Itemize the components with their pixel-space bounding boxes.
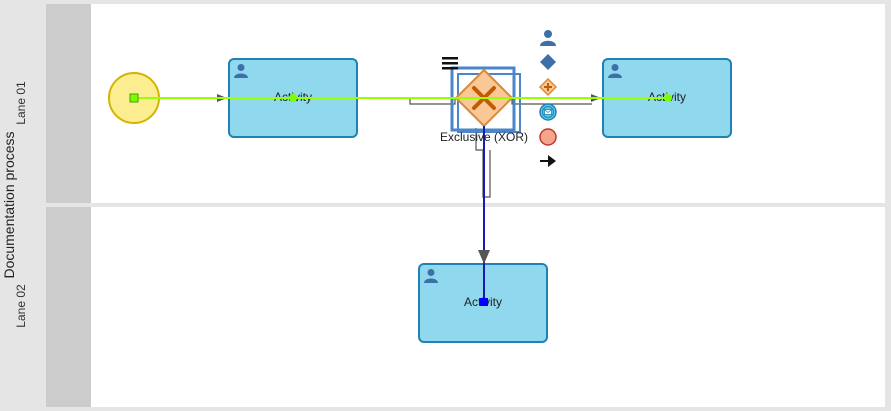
lane-header-1[interactable]: [46, 4, 91, 203]
activity-task-2[interactable]: Activity: [602, 58, 732, 138]
lane-body-1[interactable]: [91, 4, 885, 203]
user-icon: [234, 64, 248, 78]
activity-label-1: Activity: [273, 90, 312, 104]
activity-label-3: Activity: [463, 295, 502, 309]
end-event-icon[interactable]: [538, 127, 558, 147]
lane-divider: [46, 203, 891, 207]
pool-header[interactable]: [0, 0, 46, 411]
gateway-icon[interactable]: [538, 52, 558, 72]
user-icon: [608, 64, 622, 78]
gateway-label: Exclusive (XOR): [439, 130, 528, 144]
activity-task-1[interactable]: Activity: [228, 58, 358, 138]
message-event-icon[interactable]: [538, 102, 558, 122]
pool-border-top: [46, 0, 891, 4]
user-icon: [424, 269, 438, 283]
activity-task-3[interactable]: Activity: [418, 263, 548, 343]
pool-label: Documentation process: [1, 131, 17, 279]
pool-border-bottom: [46, 407, 891, 411]
activity-label-2: Activity: [647, 90, 686, 104]
lane-label-1: Lane 01: [14, 81, 28, 125]
parallel-gateway-icon[interactable]: [538, 77, 558, 97]
user-task-icon[interactable]: [538, 28, 558, 48]
lane-label-2: Lane 02: [14, 284, 28, 328]
lane-header-2[interactable]: [46, 207, 91, 407]
sequence-flow-arrow-icon[interactable]: [538, 151, 558, 171]
